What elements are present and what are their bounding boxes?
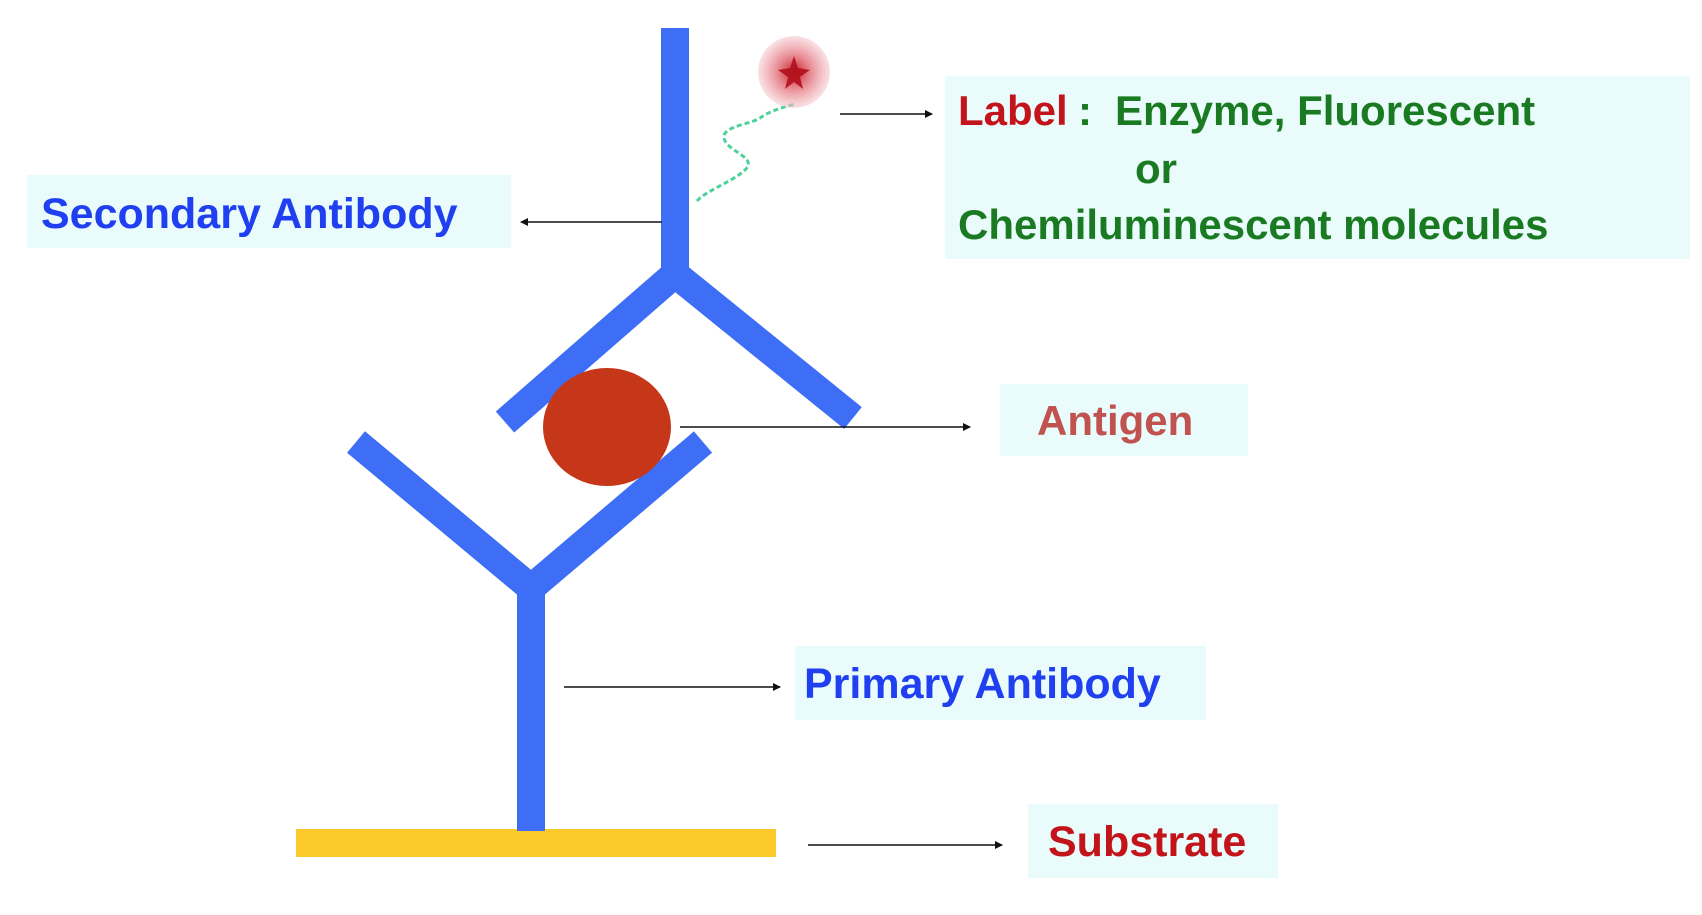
label-line-1: Enzyme, Fluorescent <box>1115 87 1536 134</box>
primary-antibody-label: Primary Antibody <box>804 660 1161 708</box>
label-star-icon <box>778 56 810 89</box>
label-title: Label <box>958 87 1068 134</box>
secondary-antibody-right-arm <box>666 263 862 429</box>
label-tether <box>695 102 796 203</box>
secondary-antibody-left-arm <box>495 263 685 433</box>
label-description-box: Label : Enzyme, Fluorescent or Chemilumi… <box>945 76 1690 259</box>
secondary-antibody-label-box: Secondary Antibody <box>27 175 511 248</box>
secondary-antibody-shape <box>495 28 862 433</box>
primary-antibody-label-box: Primary Antibody <box>795 646 1206 720</box>
primary-antibody-right-arm <box>521 431 713 599</box>
secondary-antibody-label: Secondary Antibody <box>41 190 458 238</box>
substrate-label: Substrate <box>1048 818 1247 866</box>
substrate-label-box: Substrate <box>1028 804 1278 878</box>
label-line-3: Chemiluminescent molecules <box>958 201 1549 248</box>
antigen-shape <box>543 368 671 486</box>
label-line-2: or <box>1135 145 1177 192</box>
substrate-bar <box>296 829 776 857</box>
label-separator: : <box>1078 87 1092 134</box>
primary-antibody-left-arm <box>347 431 540 599</box>
primary-antibody-shape <box>347 431 713 831</box>
antigen-label-box: Antigen <box>1000 384 1248 456</box>
antigen-label: Antigen <box>1037 397 1194 444</box>
